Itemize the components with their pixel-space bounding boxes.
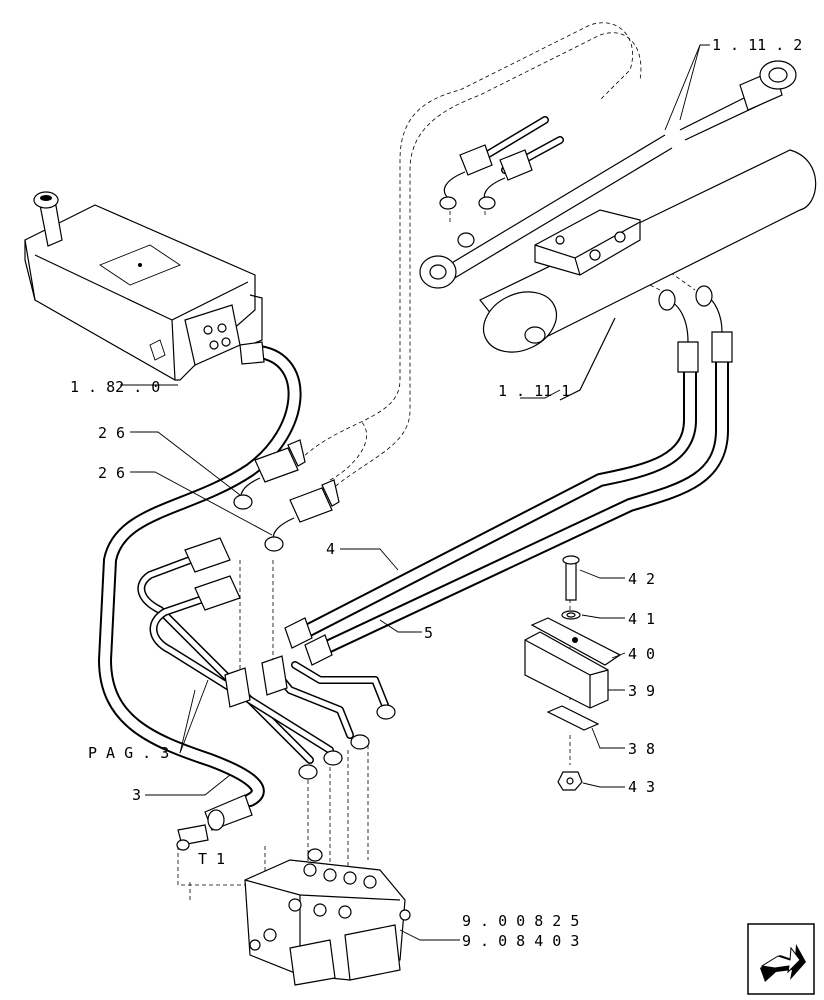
label-9-08403: 9 . 0 8 4 0 3 [462, 932, 579, 950]
clamp-assembly [524, 555, 622, 791]
label-1-11-2: 1 . 11 . 2 [712, 36, 802, 54]
callout-labels: 1 . 11 . 2 1 . 82 . 0 1 . 11 1 2 6 2 6 4… [70, 36, 802, 950]
label-26-upper: 2 6 [98, 424, 125, 442]
rigid-pipes [137, 537, 396, 780]
hoses-4-5 [284, 285, 733, 666]
lift-cylinder [419, 60, 817, 401]
label-26-lower: 2 6 [98, 464, 125, 482]
cylinder-hose-ends [439, 116, 564, 210]
label-40: 4 0 [628, 645, 655, 663]
label-pag-3: P A G . 3 [88, 744, 169, 762]
label-t1: T 1 [198, 850, 225, 868]
oil-tank [24, 191, 263, 381]
label-5: 5 [424, 624, 433, 642]
control-valve [244, 848, 411, 986]
next-page-button[interactable] [747, 923, 815, 995]
fittings-26 [233, 439, 340, 552]
label-3: 3 [132, 786, 141, 804]
next-page-arrow-icon [760, 944, 806, 982]
leader-lines [120, 44, 710, 941]
label-1-11-1: 1 . 11 1 [498, 382, 570, 400]
hose-3 [98, 341, 302, 851]
label-4: 4 [326, 540, 335, 558]
label-9-00825: 9 . 0 0 8 2 5 [462, 912, 579, 930]
dashed-routing-lines [177, 22, 696, 900]
label-1-82-0: 1 . 82 . 0 [70, 378, 160, 396]
label-39: 3 9 [628, 682, 655, 700]
label-41: 4 1 [628, 610, 655, 628]
label-43: 4 3 [628, 778, 655, 796]
label-42: 4 2 [628, 570, 655, 588]
label-38: 3 8 [628, 740, 655, 758]
